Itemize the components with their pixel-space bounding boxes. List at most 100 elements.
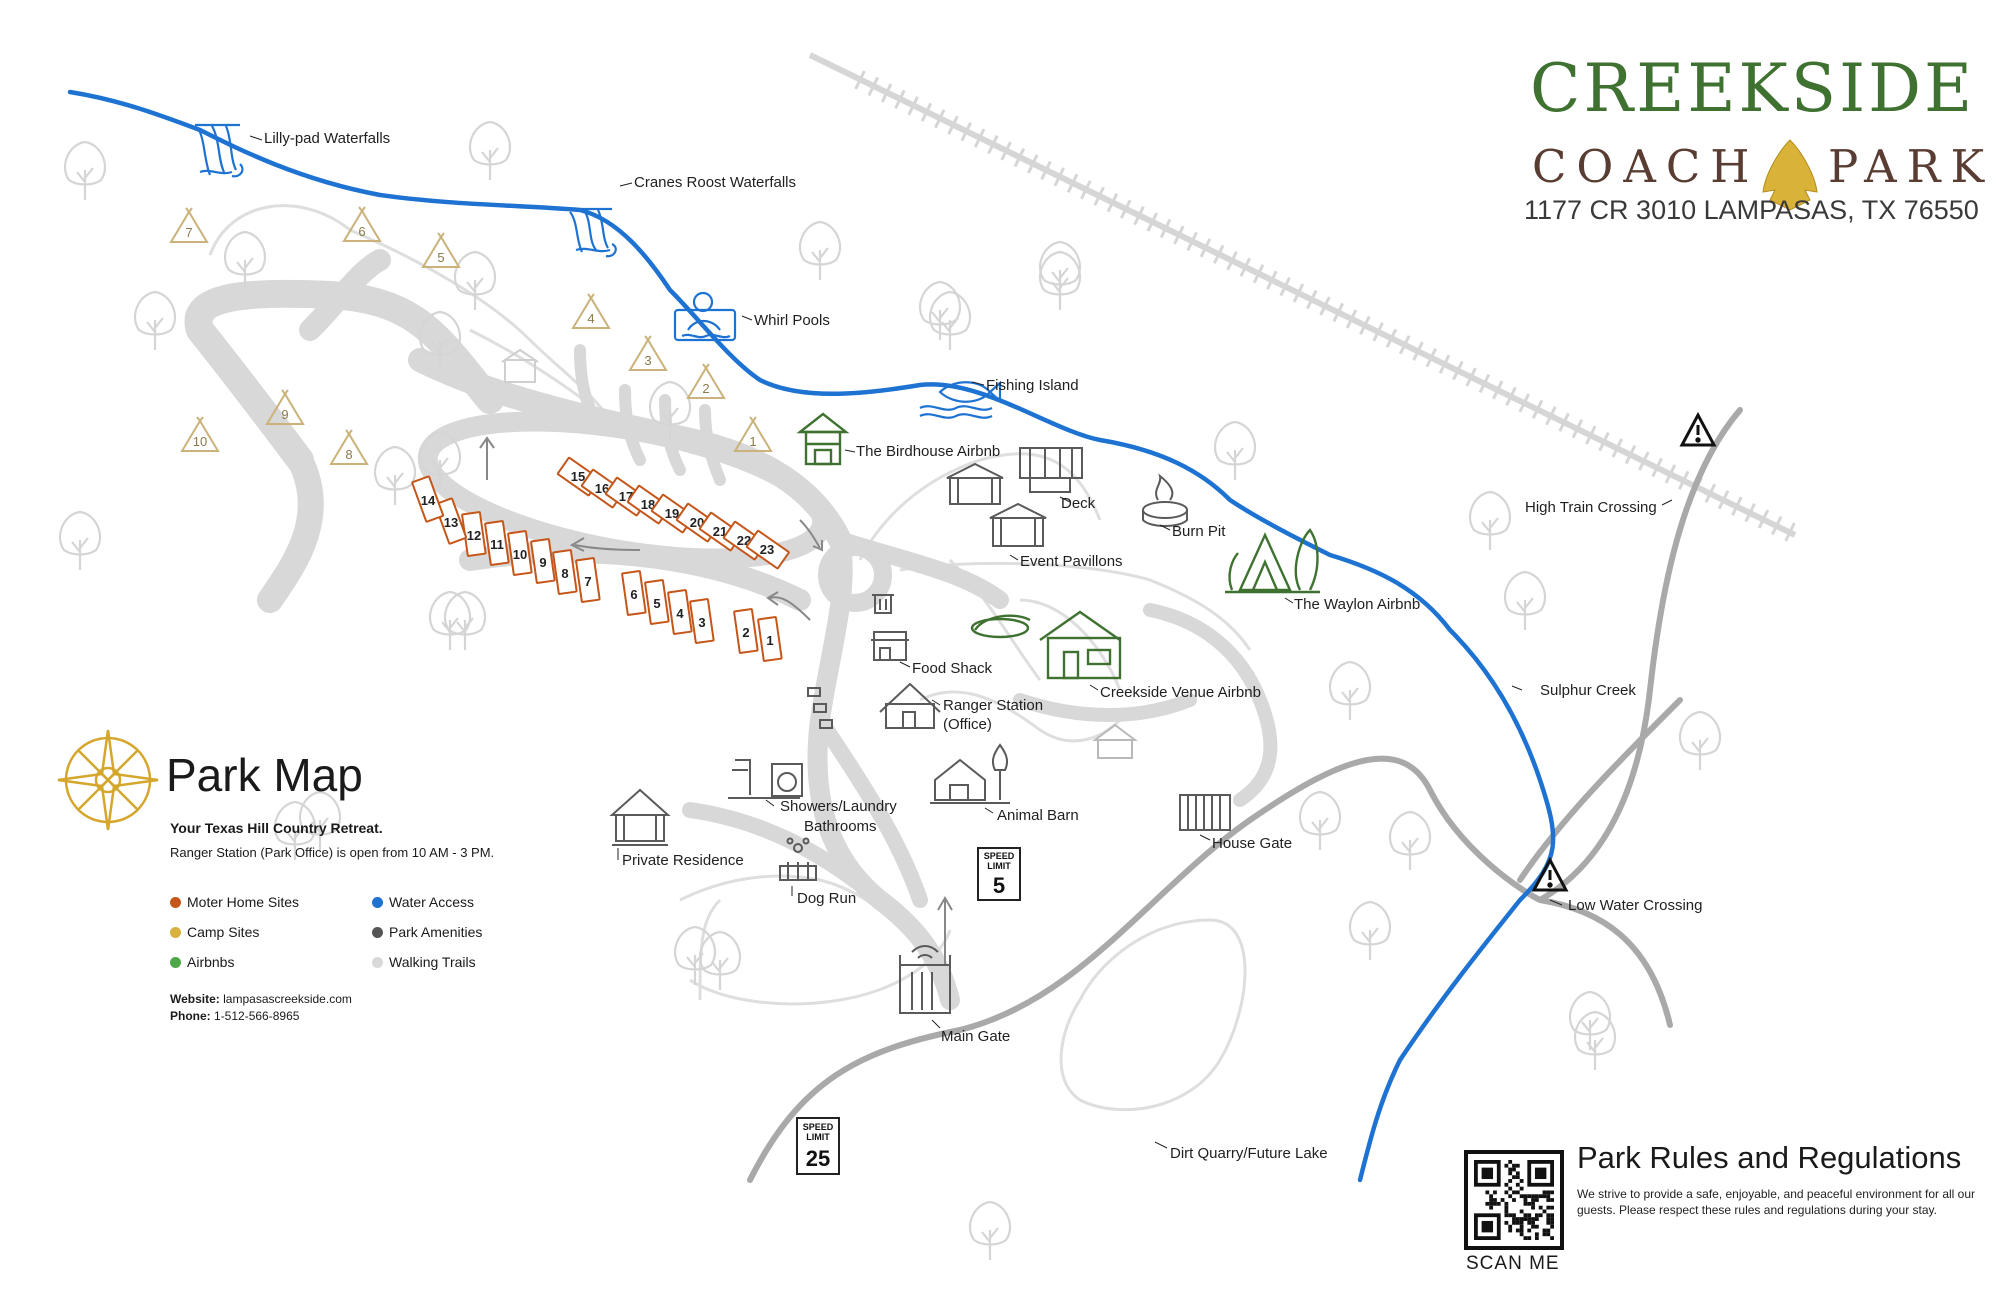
tree-icon: [673, 925, 717, 985]
label-deck: Deck: [1061, 495, 1096, 512]
tree-icon: [63, 140, 107, 200]
brand-name-right: PARK: [1828, 140, 1995, 193]
tree-icon: [1348, 900, 1392, 960]
camp-site-5[interactable]: 5: [421, 232, 461, 268]
label-lilly-pad-waterfalls: Lilly-pad Waterfalls: [264, 130, 390, 147]
rv-site-23[interactable]: 23: [745, 529, 790, 570]
tree-icon: [1213, 420, 1257, 480]
deck-icon: [1019, 447, 1083, 493]
legend-dot-walking-trails: [372, 956, 383, 968]
contact-website: Website: lampasascreekside.com: [170, 992, 352, 1006]
tree-icon: [798, 220, 842, 280]
legend-dot-camp-sites: [170, 926, 181, 938]
legend-item-walking-trails: Walking Trails: [372, 954, 476, 970]
tree-icon: [58, 510, 102, 570]
amenity-icons: [609, 447, 1231, 1014]
rv-site-4[interactable]: 4: [667, 589, 693, 635]
rv-site-10[interactable]: 10: [507, 530, 533, 576]
arrowhead-logo-icon: [1762, 139, 1818, 211]
legend-dot-water-access: [372, 896, 383, 908]
trash-icon: [872, 594, 894, 614]
rv-site-5[interactable]: 5: [644, 579, 670, 625]
website-value[interactable]: lampasascreekside.com: [223, 992, 352, 1006]
label-waylon-airbnb: The Waylon Airbnb: [1294, 596, 1420, 613]
label-dog-run: Dog Run: [797, 890, 856, 907]
rv-site-number: 2: [742, 625, 749, 640]
label-sulphur-creek: Sulphur Creek: [1540, 682, 1636, 699]
brand-name-top: CREEKSIDE: [1530, 50, 1976, 127]
camp-site-number: 3: [644, 353, 651, 368]
rv-site-7[interactable]: 7: [575, 557, 601, 603]
rv-site-number: 13: [444, 515, 458, 530]
camp-site-10[interactable]: 10: [180, 416, 220, 452]
direction-arrows: [479, 436, 953, 965]
tree-icon: [1568, 990, 1612, 1050]
rv-site-number: 8: [561, 566, 568, 581]
camp-site-1[interactable]: 1: [733, 416, 773, 452]
speed-limit-5-sign: SPEED LIMIT 5: [977, 847, 1021, 901]
speed-5-value: 5: [993, 873, 1005, 898]
birdhouse-icon: [796, 412, 850, 466]
showers-laundry-icon: [728, 759, 803, 799]
waylon-a-frame-icon: [1225, 528, 1320, 594]
rv-site-number: 14: [421, 493, 436, 508]
speed-word-2: SPEED: [803, 1122, 834, 1132]
label-burn-pit: Burn Pit: [1172, 523, 1226, 540]
railroad-track: [808, 52, 1797, 542]
legend-dot-park-amenities: [372, 926, 383, 938]
tree-icon: [428, 590, 472, 650]
speed-word-1: SPEED: [984, 851, 1015, 861]
legend-label: Walking Trails: [389, 954, 476, 970]
label-birdhouse-airbnb: The Birdhouse Airbnb: [856, 443, 1000, 460]
rv-site-number: 19: [665, 506, 679, 521]
dog-run-icon: [779, 837, 817, 881]
rv-site-9[interactable]: 9: [530, 538, 556, 584]
brand-address: 1177 CR 3010 LAMPASAS, TX 76550: [1524, 195, 1979, 225]
rv-site-3[interactable]: 3: [689, 598, 715, 644]
label-low-water-crossing: Low Water Crossing: [1568, 897, 1703, 914]
camp-site-8[interactable]: 8: [329, 429, 369, 465]
pavilion-icon: [946, 462, 1004, 505]
legend-label: Park Amenities: [389, 924, 483, 940]
rv-site-14[interactable]: 14: [411, 475, 445, 523]
qr-code[interactable]: [1464, 1150, 1564, 1250]
legend-label: Moter Home Sites: [187, 894, 300, 910]
rv-site-1[interactable]: 1: [757, 616, 783, 662]
phone-value[interactable]: 1-512-566-8965: [214, 1009, 300, 1023]
legend-label: Water Access: [389, 894, 475, 910]
camp-site-7[interactable]: 7: [169, 207, 209, 243]
rv-site-12[interactable]: 12: [461, 511, 487, 557]
label-cranes-roost-waterfalls: Cranes Roost Waterfalls: [634, 174, 796, 191]
main-gate-icon: [899, 945, 951, 1014]
tree-icons: [58, 120, 1722, 1260]
tree-icon: [373, 445, 417, 505]
camp-site-9[interactable]: 9: [265, 389, 305, 425]
rv-site-2[interactable]: 2: [733, 608, 759, 654]
rv-site-13[interactable]: 13: [434, 497, 468, 545]
camp-site-6[interactable]: 6: [342, 206, 382, 242]
creekside-venue-icon: [970, 610, 1122, 680]
camp-site-2[interactable]: 2: [686, 363, 726, 399]
label-high-train-crossing: High Train Crossing: [1525, 499, 1657, 516]
park-map-hours: Ranger Station (Park Office) is open fro…: [170, 845, 495, 860]
rules-text: We strive to provide a safe, enjoyable, …: [1577, 1187, 1976, 1217]
tree-icon: [453, 250, 497, 310]
rv-site-11[interactable]: 11: [484, 520, 510, 566]
rv-site-6[interactable]: 6: [621, 570, 647, 616]
label-private-residence: Private Residence: [622, 852, 744, 869]
camp-site-3[interactable]: 3: [628, 335, 668, 371]
legend-item-water-access: Water Access: [372, 894, 474, 910]
tree-icon: [273, 800, 317, 860]
gazebo-icon: [1092, 723, 1138, 759]
speed-25-value: 25: [806, 1146, 830, 1171]
tree-icon: [918, 280, 962, 340]
label-showers-laundry: Showers/Laundry: [780, 798, 897, 815]
rv-site-8[interactable]: 8: [552, 549, 578, 595]
camp-site-4[interactable]: 4: [571, 293, 611, 329]
park-map-title: Park Map: [166, 749, 363, 801]
fish-icon: [919, 380, 1002, 419]
burn-pit-icon: [1142, 473, 1188, 527]
rv-site-number: 21: [713, 524, 727, 539]
